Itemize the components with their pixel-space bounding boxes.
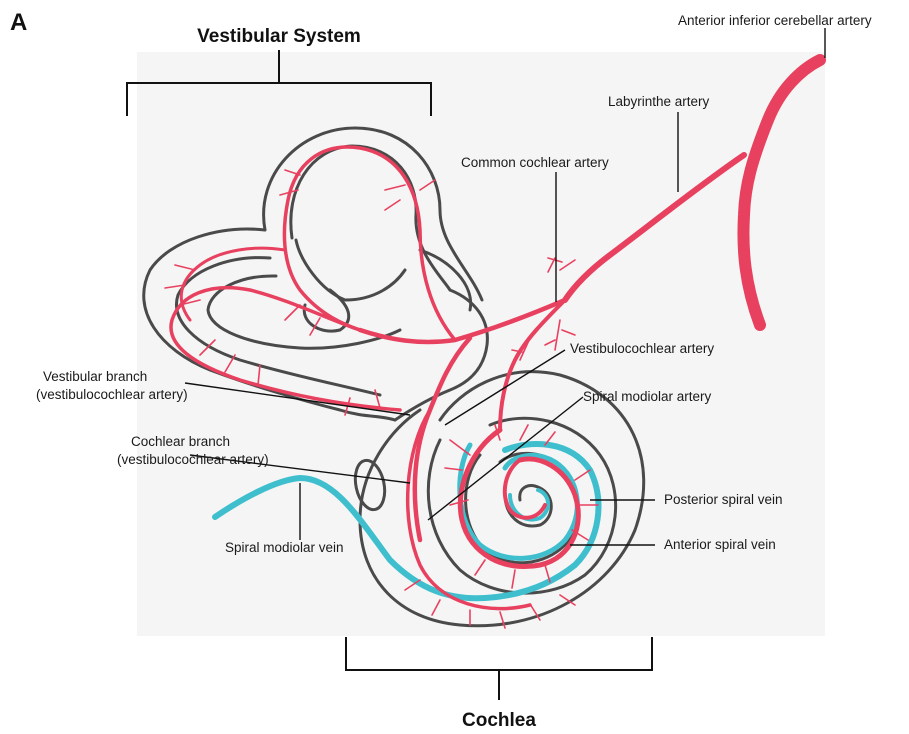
label-spiral-modiolar-artery: Spiral modiolar artery	[583, 389, 712, 404]
label-posterior-spiral-vein: Posterior spiral vein	[664, 492, 783, 507]
label-aica: Anterior inferior cerebellar artery	[678, 13, 872, 28]
label-common-cochlear-artery: Common cochlear artery	[461, 155, 609, 170]
label-spiral-modiolar-vein: Spiral modiolar vein	[225, 540, 344, 555]
panel-letter: A	[10, 9, 27, 36]
label-anterior-spiral-vein: Anterior spiral vein	[664, 537, 776, 552]
cochlea-heading: Cochlea	[462, 710, 536, 731]
label-vestibulocochlear-artery: Vestibulocochlear artery	[570, 341, 714, 356]
label-labyrinthe-artery: Labyrinthe artery	[608, 94, 710, 109]
label-cochlear-branch-sub: (vestibulocochlear artery)	[117, 452, 269, 467]
label-vestibular-branch: Vestibular branch	[43, 369, 147, 384]
cochlea-bracket	[346, 637, 652, 700]
label-cochlear-branch: Cochlear branch	[131, 434, 230, 449]
label-vestibular-branch-sub: (vestibulocochlear artery)	[36, 387, 188, 402]
vestibular-system-heading: Vestibular System	[197, 26, 361, 47]
